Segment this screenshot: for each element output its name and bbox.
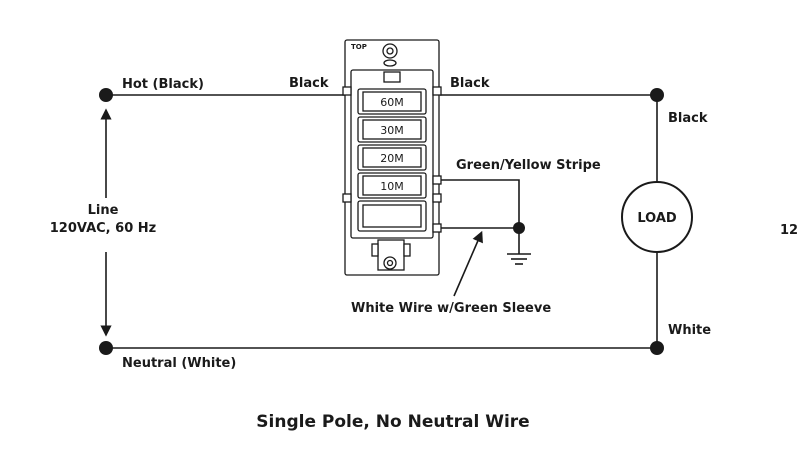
timer-button-blank[interactable] xyxy=(357,200,427,232)
timer-button-20m[interactable]: 20M xyxy=(357,144,427,171)
page-number: 12 xyxy=(780,223,798,238)
line-spec-label: 120VAC, 60 Hz xyxy=(50,221,156,236)
timer-button-30m[interactable]: 30M xyxy=(357,116,427,143)
ground-symbol-icon xyxy=(507,232,531,265)
black-label-load: Black xyxy=(668,111,708,126)
black-label-right: Black xyxy=(450,76,490,91)
neutral-terminal-dot xyxy=(99,341,113,355)
white-sleeve-label: White Wire w/Green Sleeve xyxy=(351,301,551,316)
white-label-load: White xyxy=(668,323,711,338)
hot-label: Hot (Black) xyxy=(122,77,204,92)
top-mark: TOP xyxy=(351,43,367,51)
line-label: Line xyxy=(88,203,119,218)
black-label-left: Black xyxy=(289,76,329,91)
timer-button-60m[interactable]: 60M xyxy=(357,88,427,115)
diagram-caption: Single Pole, No Neutral Wire xyxy=(256,412,529,432)
svg-text:10M: 10M xyxy=(380,180,404,193)
timer-button-10m[interactable]: 10M xyxy=(357,172,427,199)
green-yellow-wire xyxy=(440,179,520,226)
load-top-dot xyxy=(650,88,664,102)
hot-terminal-dot xyxy=(99,88,113,102)
neutral-label: Neutral (White) xyxy=(122,356,236,371)
sleeve-pointer-arrow xyxy=(453,230,483,297)
svg-text:60M: 60M xyxy=(380,96,404,109)
ground-junction-dot xyxy=(513,222,525,234)
load-label: LOAD xyxy=(637,211,677,226)
svg-text:30M: 30M xyxy=(380,124,404,137)
load-circle xyxy=(621,181,693,253)
svg-text:20M: 20M xyxy=(380,152,404,165)
load-bottom-dot xyxy=(650,341,664,355)
green-yellow-label: Green/Yellow Stripe xyxy=(456,158,601,173)
timer-switch-device: TOP 60M 30M 20M 10M xyxy=(342,39,442,276)
